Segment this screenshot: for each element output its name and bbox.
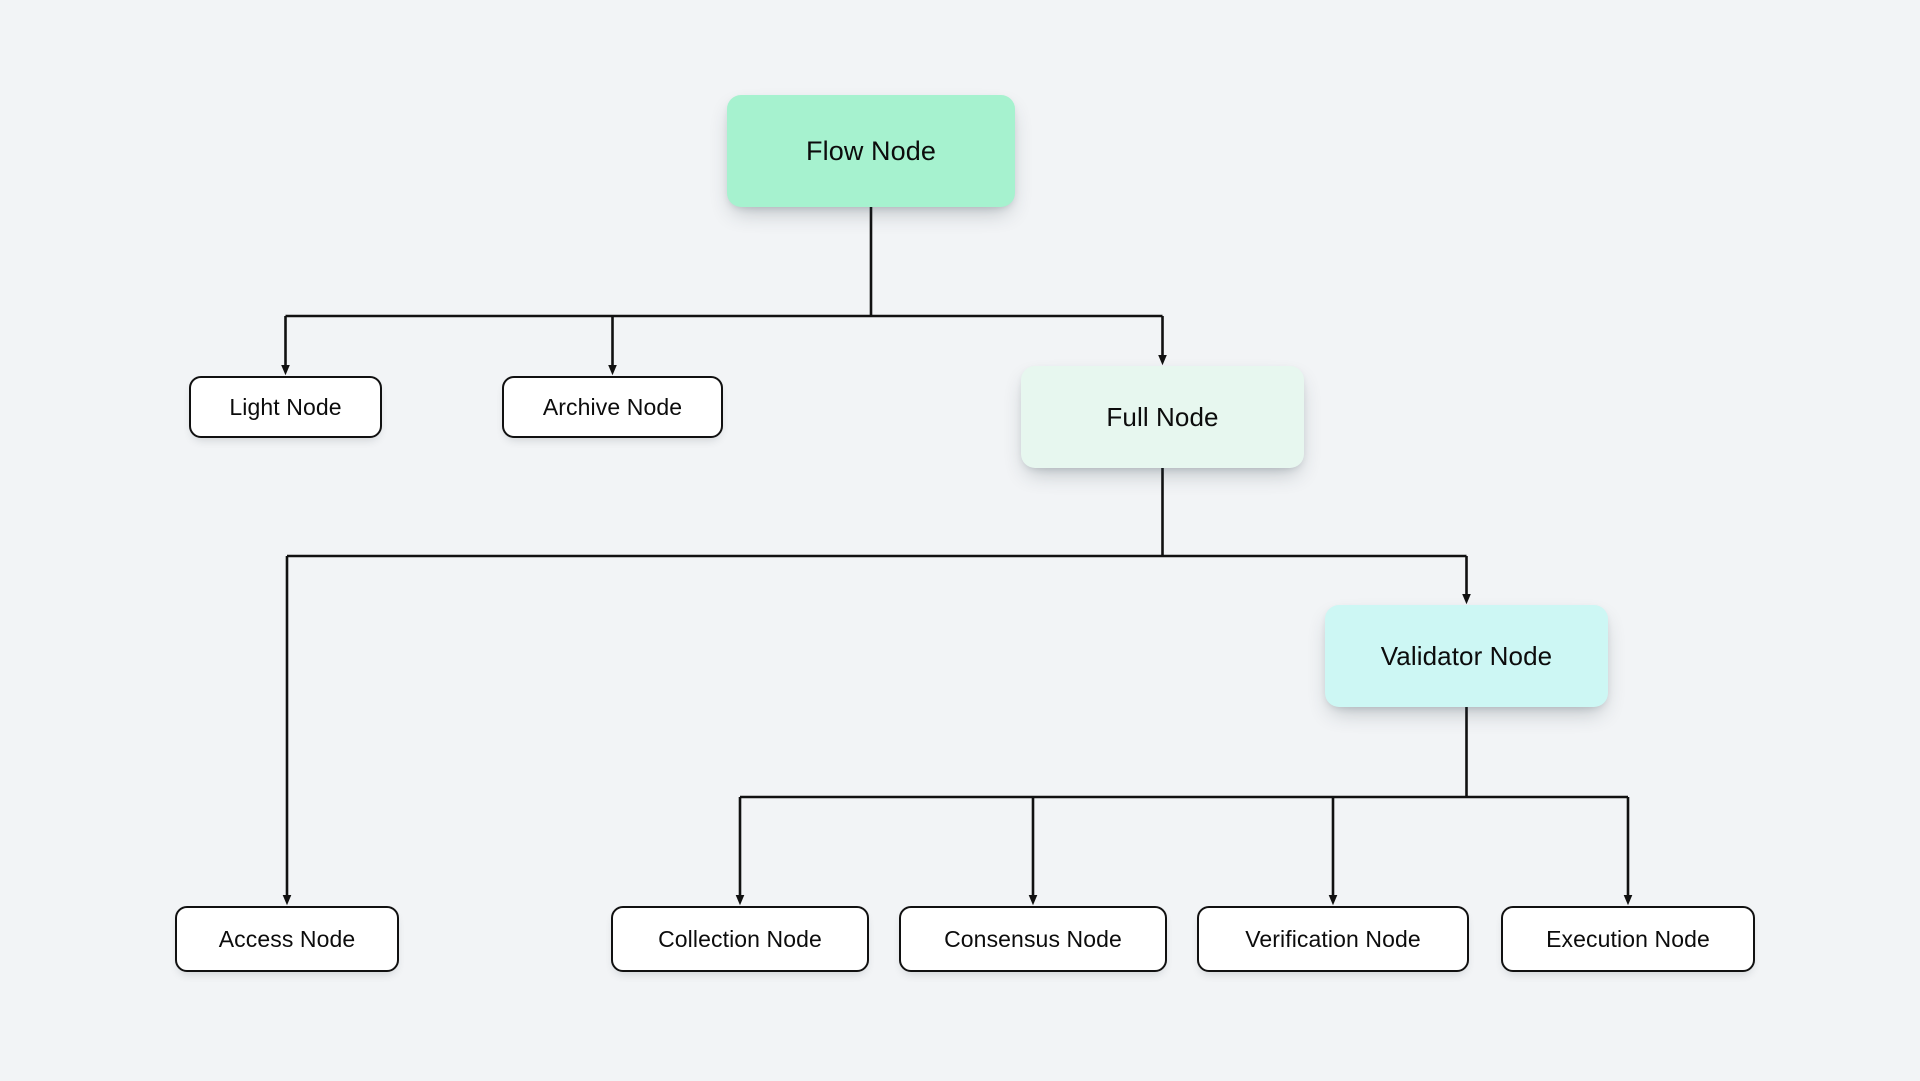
node-collection-node[interactable]: Collection Node [611, 906, 869, 972]
node-consensus-node[interactable]: Consensus Node [899, 906, 1167, 972]
node-label: Light Node [229, 393, 342, 420]
node-label: Collection Node [658, 925, 822, 952]
node-label: Verification Node [1245, 925, 1421, 952]
node-full-node[interactable]: Full Node [1021, 366, 1304, 468]
node-label: Access Node [218, 925, 356, 952]
node-execution-node[interactable]: Execution Node [1501, 906, 1755, 972]
node-light-node[interactable]: Light Node [189, 376, 382, 438]
node-archive-node[interactable]: Archive Node [502, 376, 723, 438]
node-validator-node[interactable]: Validator Node [1325, 605, 1608, 707]
node-label: Full Node [1106, 401, 1219, 432]
connector-lines [281, 207, 1633, 906]
node-verification-node[interactable]: Verification Node [1197, 906, 1469, 972]
node-label: Validator Node [1380, 640, 1553, 671]
node-access-node[interactable]: Access Node [175, 906, 399, 972]
node-label: Execution Node [1546, 925, 1710, 952]
node-label: Archive Node [542, 393, 683, 420]
node-flow-node[interactable]: Flow Node [727, 95, 1015, 207]
node-label: Flow Node [806, 135, 936, 166]
node-label: Consensus Node [944, 925, 1122, 952]
